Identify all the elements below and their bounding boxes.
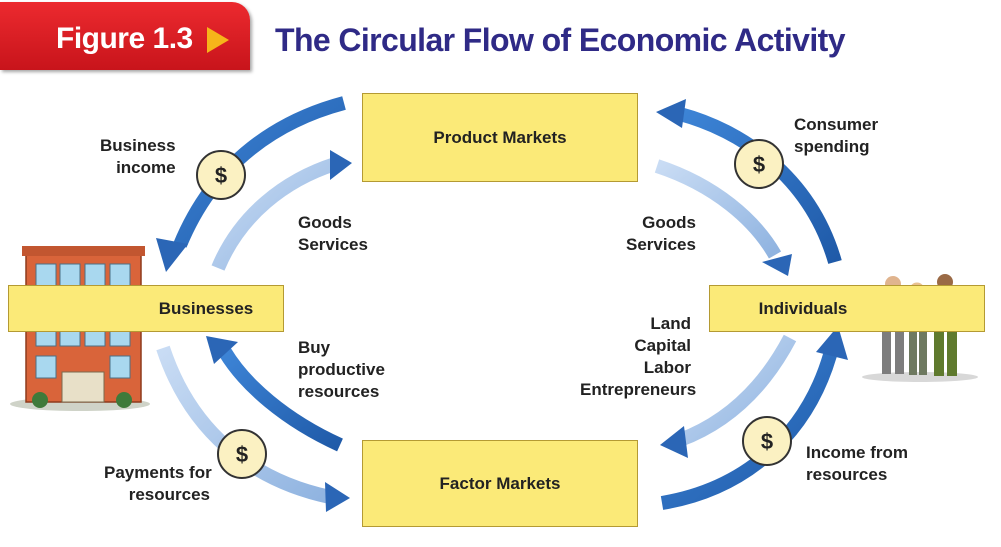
dollar-sign-1: $ <box>215 163 227 188</box>
factors-of-production-label: Land Capital Labor Entrepreneurs <box>580 313 697 401</box>
label-line: Capital <box>634 336 691 355</box>
goods-to-individuals-arrowhead <box>762 254 792 276</box>
dollar-sign-2: $ <box>753 152 765 177</box>
resources-to-factor-arrowhead <box>660 426 688 458</box>
label-line: Entrepreneurs <box>580 380 697 399</box>
dollar-sign-3: $ <box>236 442 248 467</box>
label-line: Services <box>626 235 696 254</box>
consumer-spending-label: Consumer spending <box>794 114 878 158</box>
label-line: Goods <box>298 213 352 232</box>
income-from-resources-arrowhead <box>816 326 848 360</box>
label-line: income <box>116 158 176 177</box>
label-line: resources <box>806 465 888 484</box>
label-line: Consumer <box>794 115 879 134</box>
label-line: productive <box>298 360 385 379</box>
label-line: Services <box>298 235 368 254</box>
dollar-coin-icon: $ <box>217 429 267 479</box>
business-income-arrow <box>173 96 346 248</box>
consumer-spending-arrowhead <box>656 99 686 128</box>
goods-to-market-arrowhead <box>330 150 352 180</box>
buy-resources-arrow <box>219 348 343 452</box>
dollar-sign-4: $ <box>761 429 773 454</box>
payments-arrowhead <box>325 482 350 512</box>
figure-label: Figure 1.3 <box>56 22 193 55</box>
label-line: Buy <box>298 338 331 357</box>
payments-for-resources-label: Payments for resources <box>104 462 212 506</box>
label-line: resources <box>298 382 380 401</box>
label-line: Land <box>650 314 691 333</box>
buy-resources-arrowhead <box>206 336 238 364</box>
income-from-resources-label: Income from resources <box>806 442 908 486</box>
goods-services-left-label: Goods Services <box>298 212 368 256</box>
individuals-box: Individuals <box>709 285 985 332</box>
goods-to-market-arrow <box>211 157 338 271</box>
product-markets-box: Product Markets <box>362 93 638 182</box>
label-line: Payments for <box>104 463 212 482</box>
buy-resources-label: Buy productive resources <box>298 337 385 403</box>
factor-markets-box: Factor Markets <box>362 440 638 527</box>
business-income-arrowhead <box>156 238 188 272</box>
businesses-box: Businesses <box>8 285 284 332</box>
diagram-title: The Circular Flow of Economic Activity <box>275 22 845 58</box>
label-line: Labor <box>643 358 691 377</box>
goods-services-right-label: Goods Services <box>626 212 696 256</box>
business-income-label: Business income <box>100 135 176 179</box>
figure-tab: Figure 1.3 <box>0 2 250 70</box>
dollar-coin-icon: $ <box>734 139 784 189</box>
label-line: resources <box>128 485 210 504</box>
play-arrow-icon <box>207 27 229 53</box>
goods-to-individuals-arrow <box>654 159 782 259</box>
label-line: spending <box>794 137 870 156</box>
label-line: Business <box>100 136 176 155</box>
dollar-coin-icon: $ <box>742 416 792 466</box>
label-line: Income from <box>806 443 909 462</box>
resources-to-factor-arrow <box>677 334 797 447</box>
dollar-coin-icon: $ <box>196 150 246 200</box>
label-line: Goods <box>642 213 696 232</box>
